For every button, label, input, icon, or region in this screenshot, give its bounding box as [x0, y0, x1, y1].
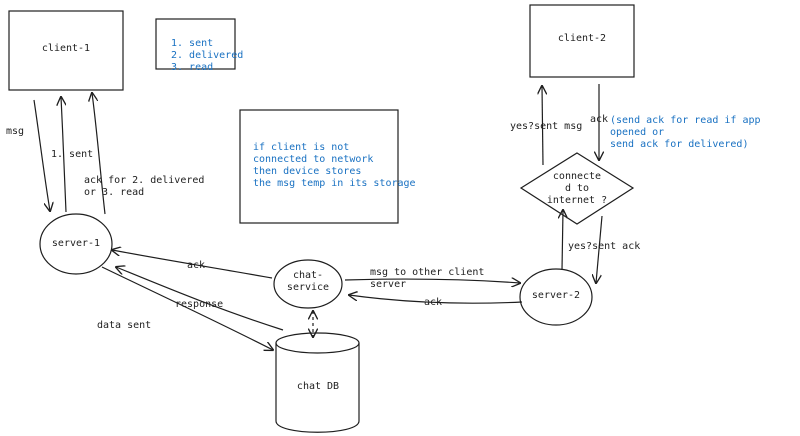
data-sent-label: data sent: [97, 320, 152, 331]
edge-decision-server-2: [596, 215, 603, 283]
status-list-note: 1. sent 2. delivered 3. read: [171, 38, 244, 73]
server-2-label: server-2: [531, 290, 581, 301]
chat-service-label: chat- service: [286, 270, 330, 293]
ack-top-label: ack: [590, 114, 609, 125]
chat-service-node: [273, 259, 343, 309]
edge-data-sent: [101, 266, 273, 350]
edge-msg-to-other: [344, 279, 520, 283]
edge-ack-right: [349, 295, 523, 304]
offline-note-box: [239, 109, 399, 224]
server-1-label: server-1: [51, 238, 101, 249]
ack-right-label: ack: [424, 297, 443, 308]
offline-note: if client is not connected to network th…: [253, 142, 416, 189]
status-list-box: [155, 18, 236, 70]
server-2-node: [519, 268, 593, 326]
chat-db-label: chat DB: [296, 381, 340, 392]
yes-sent-msg-label: yes?sent msg: [510, 121, 583, 132]
edge-response: [116, 267, 284, 331]
client-2-box: [529, 4, 635, 78]
edge-ack-delivered-read: [92, 93, 106, 215]
decision-node: [519, 152, 635, 225]
decision-label: connecte d to internet ?: [546, 171, 608, 206]
response-label: response: [175, 299, 224, 310]
client-1-box: [8, 10, 124, 91]
client-1-label: client-1: [41, 43, 91, 54]
server-1-node: [39, 213, 113, 275]
edge-msg: [33, 99, 50, 211]
yes-sent-ack-label: yes?sent ack: [568, 241, 641, 252]
ack-left-label: ack: [187, 260, 206, 271]
edge-yes-sent-ack: [562, 210, 563, 271]
edge-yes-sent-msg: [542, 86, 543, 166]
edge-sent: [61, 97, 67, 213]
msg-to-other-label: msg to other client server: [370, 267, 485, 290]
edge-ack-left: [112, 250, 273, 279]
sent-label: 1. sent: [51, 149, 94, 160]
msg-label: msg: [6, 126, 25, 137]
ack-rule-note: (send ack for read if app opened or send…: [610, 115, 761, 150]
ack-delivered-read-label: ack for 2. delivered or 3. read: [84, 175, 205, 198]
client-2-label: client-2: [557, 33, 607, 44]
